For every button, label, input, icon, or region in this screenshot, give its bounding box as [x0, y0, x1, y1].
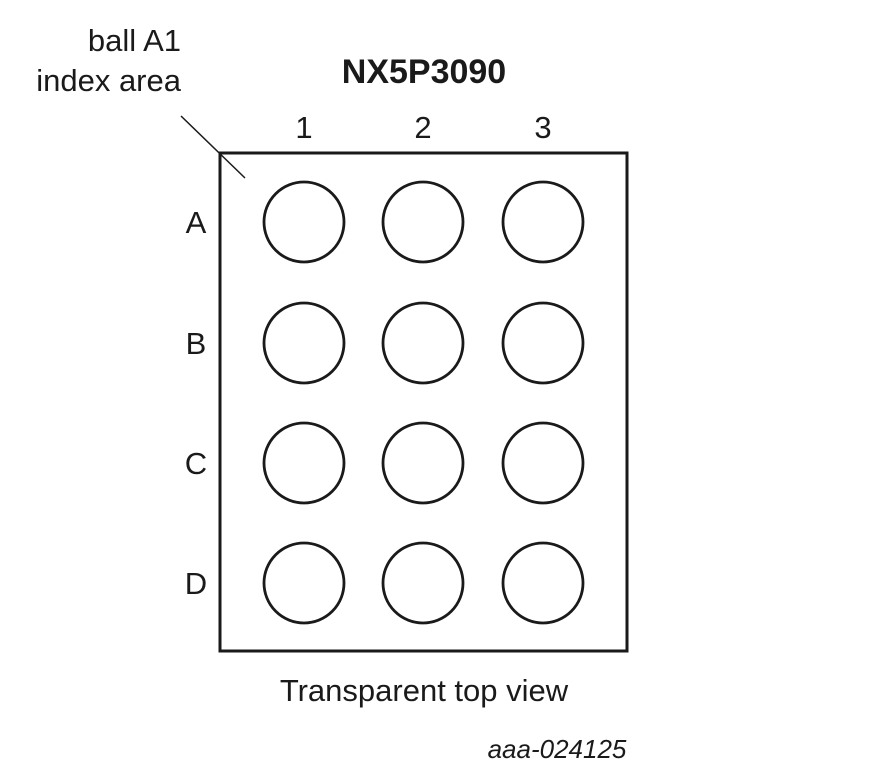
column-label-3: 3: [534, 110, 551, 145]
ball-d3: [501, 541, 585, 625]
row-label-b: B: [186, 326, 207, 361]
ball-d2: [381, 541, 465, 625]
figure-id: aaa-024125: [488, 734, 627, 764]
column-labels: 1 2 3: [295, 110, 551, 145]
ball-grid: [262, 180, 585, 625]
column-label-2: 2: [414, 110, 431, 145]
ball-c1: [262, 421, 346, 505]
ball-b2: [381, 301, 465, 385]
row-label-c: C: [185, 446, 207, 481]
ball-a1: [262, 180, 346, 264]
row-label-d: D: [185, 566, 207, 601]
package-title: NX5P3090: [342, 53, 506, 91]
package-outline: [218, 151, 629, 653]
row-labels: A B C D: [185, 205, 207, 601]
index-leader-line: [180, 115, 246, 179]
ball-c2: [381, 421, 465, 505]
column-label-1: 1: [295, 110, 312, 145]
ball-c3: [501, 421, 585, 505]
ball-b1: [262, 301, 346, 385]
ball-a3: [501, 180, 585, 264]
view-caption: Transparent top view: [280, 673, 569, 708]
row-label-a: A: [186, 205, 207, 240]
ball-b3: [501, 301, 585, 385]
ball-a2: [381, 180, 465, 264]
ball-d1: [262, 541, 346, 625]
index-annotation-line1: ball A1: [88, 23, 181, 58]
index-annotation-line2: index area: [36, 63, 182, 98]
